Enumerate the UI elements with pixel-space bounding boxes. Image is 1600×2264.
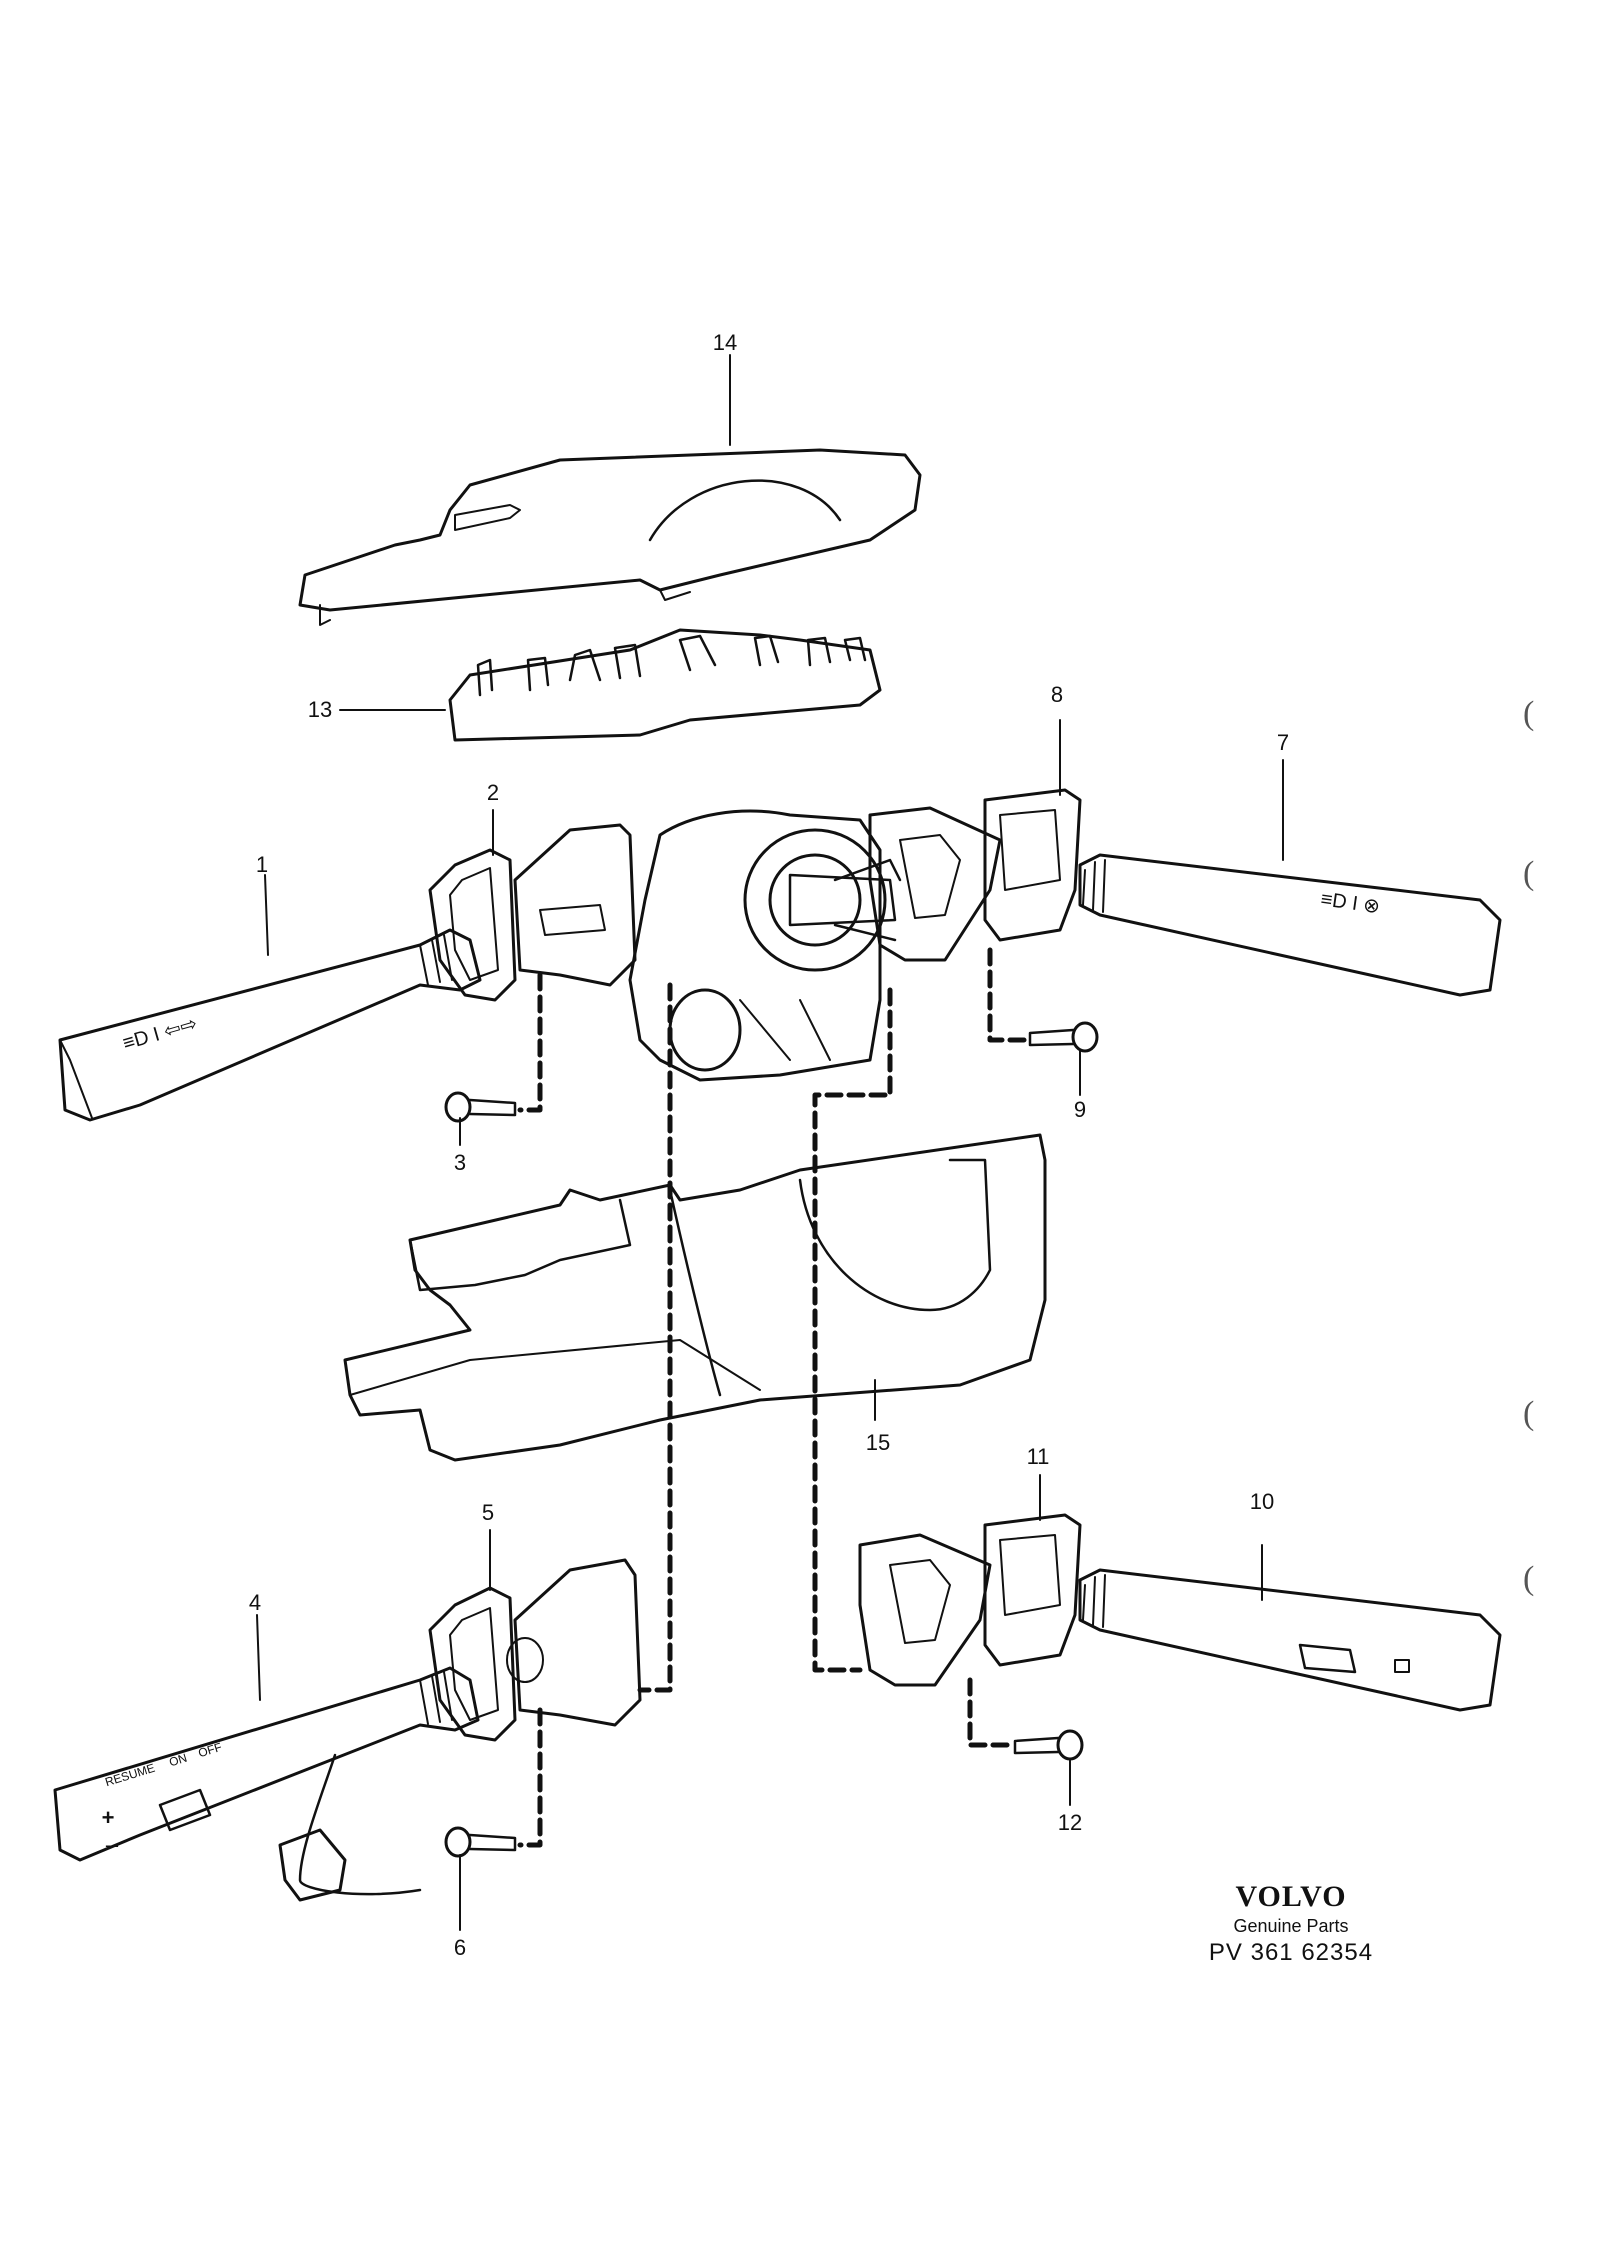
callout-leaders xyxy=(256,354,1284,1931)
callout-15: 15 xyxy=(865,1430,891,1455)
brand-block: VOLVO Genuine Parts PV 361 62354 xyxy=(1196,1880,1386,1967)
part-7-right-stalk: ≡D I ⊗ xyxy=(1078,853,1502,997)
margin-mark-1: ( xyxy=(1523,695,1535,732)
assembly-dashed-lines xyxy=(517,947,1033,1848)
stalk-label-plus: + xyxy=(101,1805,115,1830)
svg-text:≡D I ⊗: ≡D I ⊗ xyxy=(1319,888,1381,918)
callout-8: 8 xyxy=(1050,682,1064,707)
part-11-lower-right-switch-bracket xyxy=(858,1513,1082,1687)
part-14-upper-cover xyxy=(298,448,922,626)
callout-1: 1 xyxy=(255,852,269,877)
part-13-connector-housing xyxy=(448,628,882,742)
svg-text:≡D I ⇦⇨: ≡D I ⇦⇨ xyxy=(120,1013,199,1055)
part-code: PV 361 62354 xyxy=(1208,1939,1374,1966)
callout-7: 7 xyxy=(1276,730,1290,755)
margin-mark-3: ( xyxy=(1523,1395,1535,1432)
callout-10: 10 xyxy=(1249,1489,1275,1514)
margin-mark-2: ( xyxy=(1523,855,1535,892)
part-15-lower-cover xyxy=(343,1133,1047,1462)
stalk-label-minus: – xyxy=(105,1832,119,1857)
screw-6 xyxy=(444,1826,517,1858)
callout-13: 13 xyxy=(307,697,333,722)
brand-subtitle: Genuine Parts xyxy=(1233,1916,1349,1936)
part-5-lower-left-switch-bracket xyxy=(428,1558,642,1742)
callout-4: 4 xyxy=(248,1590,262,1615)
callout-5: 5 xyxy=(481,1500,495,1525)
steering-column-assembly xyxy=(628,809,902,1082)
part-2-left-switch-bracket xyxy=(428,823,637,1002)
screw-9 xyxy=(1028,1021,1099,1053)
volvo-logo: VOLVO xyxy=(1235,1880,1347,1913)
margin-mark-4: ( xyxy=(1523,1560,1535,1597)
screw-12 xyxy=(1013,1729,1084,1761)
callout-12: 12 xyxy=(1057,1810,1083,1835)
callout-9: 9 xyxy=(1073,1097,1087,1122)
callout-6: 6 xyxy=(453,1935,467,1960)
part-10-lower-right-stalk xyxy=(1078,1568,1502,1712)
callout-2: 2 xyxy=(486,780,500,805)
part-1-left-stalk: ≡D I ⇦⇨ xyxy=(58,928,482,1122)
part-4-lower-left-stalk xyxy=(53,1666,480,1902)
part-8-right-switch-bracket xyxy=(868,788,1082,962)
callout-14: 14 xyxy=(712,330,738,355)
callout-11: 11 xyxy=(1026,1444,1050,1469)
callout-3: 3 xyxy=(453,1150,467,1175)
screw-3 xyxy=(444,1091,517,1123)
